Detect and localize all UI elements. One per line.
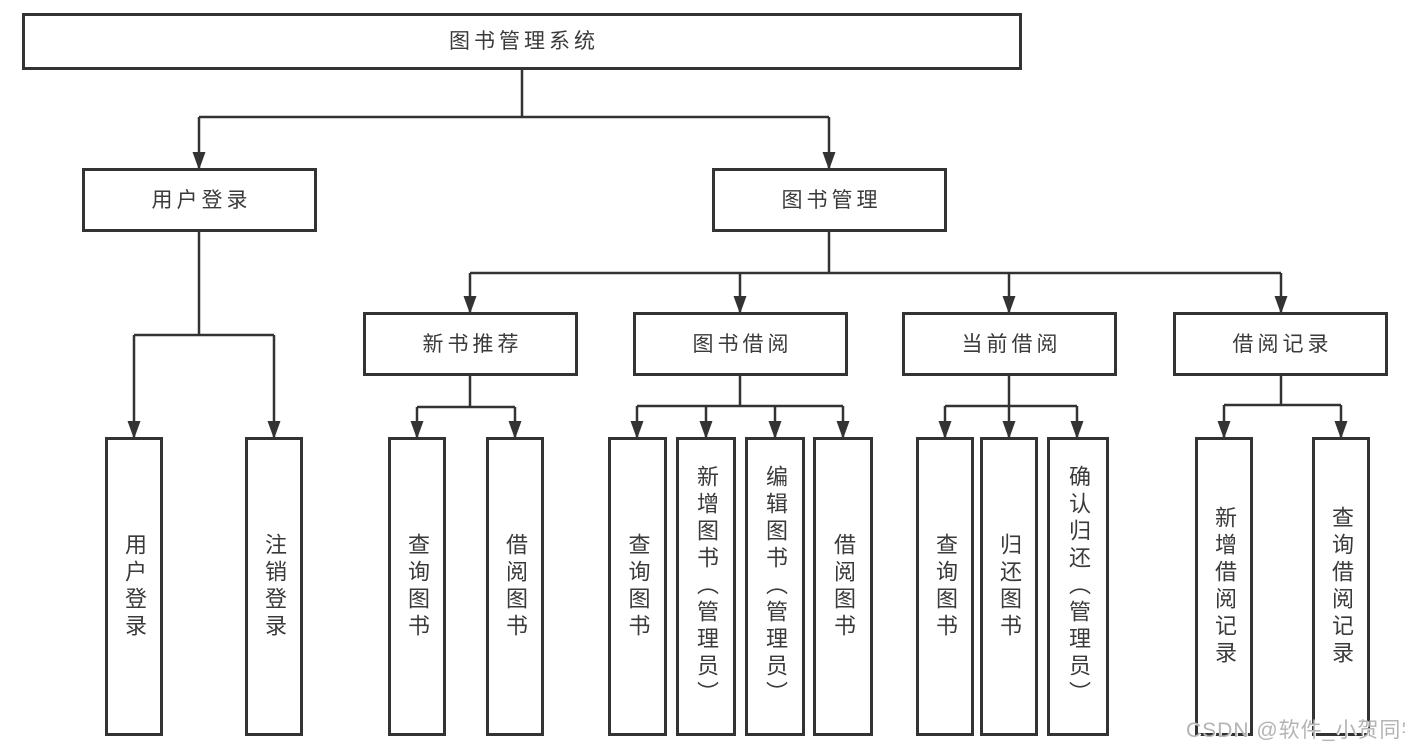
- node-label: 图书管理: [781, 188, 882, 212]
- node-borrowing-records: 借阅记录: [1173, 312, 1388, 376]
- node-label: 归还图书: [997, 532, 1022, 641]
- node-label: 图书管理系统: [449, 30, 599, 53]
- node-new-book-recommendation: 新书推荐: [363, 312, 578, 376]
- node-label: 借阅图书: [503, 532, 528, 641]
- leaf-return-books: 归还图书: [980, 437, 1038, 736]
- leaf-add-books-admin: 新增图书（管理员）: [676, 437, 736, 736]
- node-library-management-system: 图书管理系统: [22, 13, 1022, 70]
- node-current-borrowing: 当前借阅: [902, 312, 1117, 376]
- node-label: 确认归还（管理员）: [1066, 465, 1091, 708]
- leaf-confirm-return-admin: 确认归还（管理员）: [1047, 437, 1109, 736]
- leaf-borrow-books-recommend: 借阅图书: [486, 437, 544, 736]
- node-user-login: 用户登录: [82, 168, 317, 232]
- node-book-management: 图书管理: [712, 168, 947, 232]
- node-label: 借阅图书: [831, 532, 856, 641]
- node-label: 图书借阅: [692, 332, 793, 356]
- node-label: 借阅记录: [1232, 332, 1333, 356]
- node-book-borrowing: 图书借阅: [633, 312, 848, 376]
- csdn-watermark: CSDN @软件_小贺同学: [1186, 719, 1405, 742]
- leaf-edit-books-admin: 编辑图书（管理员）: [745, 437, 805, 736]
- node-label: 注销登录: [262, 532, 287, 641]
- node-label: 用户登录: [151, 188, 252, 212]
- node-label: 新书推荐: [422, 332, 523, 356]
- node-label: 查询图书: [933, 532, 958, 641]
- leaf-add-borrow-record: 新增借阅记录: [1195, 437, 1253, 736]
- node-label: 当前借阅: [961, 332, 1062, 356]
- leaf-user-login: 用户登录: [105, 437, 163, 736]
- leaf-logout-login: 注销登录: [245, 437, 303, 736]
- leaf-query-borrow-record: 查询借阅记录: [1312, 437, 1370, 736]
- leaf-query-books-current: 查询图书: [916, 437, 974, 736]
- node-label: 查询借阅记录: [1329, 505, 1354, 668]
- node-label: 新增图书（管理员）: [694, 465, 719, 708]
- leaf-borrow-books-borrowing: 借阅图书: [813, 437, 873, 736]
- leaf-query-books-borrowing: 查询图书: [608, 437, 667, 736]
- leaf-query-books-recommend: 查询图书: [388, 437, 446, 736]
- node-label: 查询图书: [405, 532, 430, 641]
- node-label: 用户登录: [122, 532, 147, 641]
- node-label: 编辑图书（管理员）: [763, 465, 788, 708]
- node-label: 查询图书: [625, 532, 651, 641]
- node-label: 新增借阅记录: [1212, 505, 1237, 668]
